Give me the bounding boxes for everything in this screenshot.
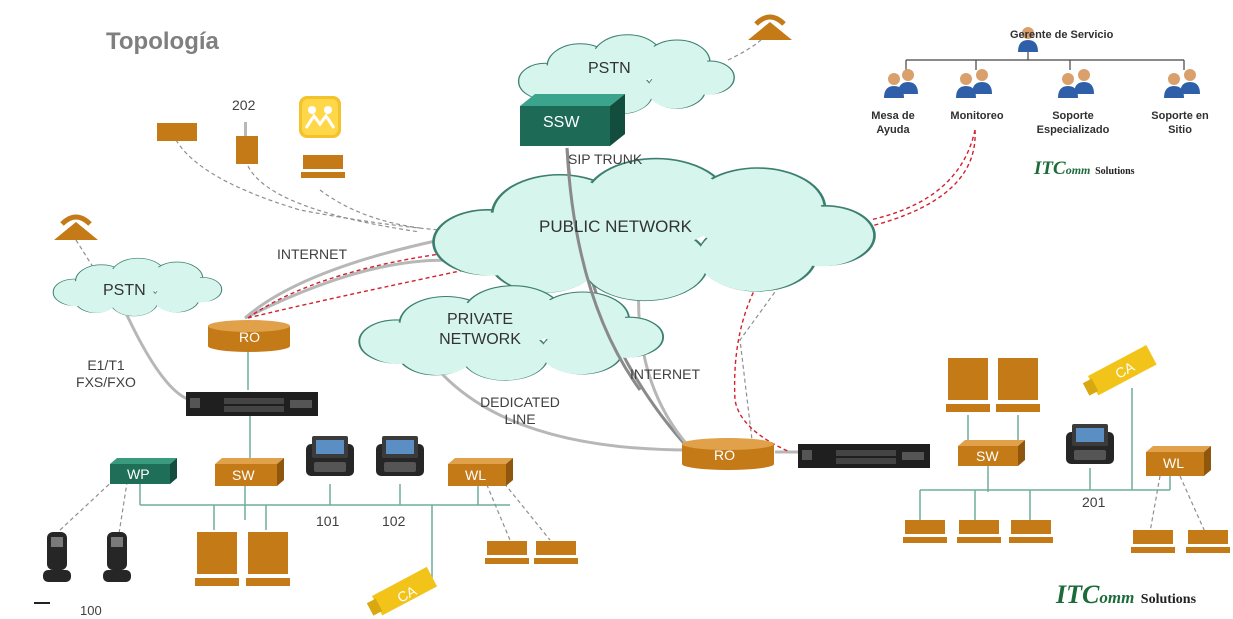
pstn-top-label: PSTN bbox=[588, 60, 631, 77]
dect-handset-icon bbox=[103, 532, 131, 582]
monitoreo-label: Monitoreo bbox=[950, 110, 1004, 122]
org-chart bbox=[884, 27, 1200, 98]
slide-marker bbox=[34, 602, 50, 604]
management-links bbox=[247, 129, 976, 453]
router-left bbox=[208, 320, 290, 352]
ext-201-label: 201 bbox=[1082, 494, 1106, 510]
wp-label: WP bbox=[127, 466, 150, 482]
ip-phone-102-icon bbox=[376, 436, 424, 476]
phone-202-icon bbox=[236, 122, 258, 164]
pc-icon bbox=[246, 532, 290, 586]
sw-left-label: SW bbox=[232, 467, 255, 483]
internet-left-label: INTERNET bbox=[277, 246, 347, 262]
pc-flat-icon bbox=[1131, 530, 1175, 553]
wl-left-device bbox=[448, 458, 513, 486]
ext-202-label: 202 bbox=[232, 97, 256, 113]
monitoreo-people-icon bbox=[956, 69, 992, 98]
pc-flat-icon bbox=[903, 520, 947, 543]
gateway-left bbox=[186, 392, 318, 416]
pstn-left-label: PSTN bbox=[103, 282, 146, 299]
soporte-especializado-people-icon bbox=[1058, 69, 1094, 98]
gateway-right bbox=[798, 444, 930, 468]
pc-flat-icon bbox=[1186, 530, 1230, 553]
wp-device bbox=[110, 458, 177, 484]
ip-phone-101-icon bbox=[306, 436, 354, 476]
mesa-ayuda-people-icon bbox=[884, 69, 918, 98]
ca-right-device bbox=[1082, 345, 1157, 396]
switch-right bbox=[958, 440, 1025, 466]
page-title: Topología bbox=[106, 28, 219, 55]
ext-101-label: 101 bbox=[316, 513, 340, 529]
wl-left-label: WL bbox=[465, 467, 486, 483]
pc-flat-icon bbox=[957, 520, 1001, 543]
ro-left-label: RO bbox=[239, 329, 260, 345]
sip-trunk-label: SIP TRUNK bbox=[568, 151, 643, 167]
pstn-antenna-top-icon bbox=[748, 17, 792, 40]
pc-icon bbox=[195, 532, 239, 586]
pstn-antenna-left-icon bbox=[54, 217, 98, 240]
soporte-sitio-people-icon bbox=[1164, 69, 1200, 98]
internet-mid-label: INTERNET bbox=[630, 366, 700, 382]
ip-phone-201-icon bbox=[1066, 424, 1114, 464]
sw-right-label: SW bbox=[976, 448, 999, 464]
wl-right-label: WL bbox=[1163, 455, 1184, 471]
ssw-label: SSW bbox=[543, 114, 580, 131]
ro-right-label: RO bbox=[714, 447, 735, 463]
manager-label: Gerente de Servicio bbox=[1010, 29, 1114, 41]
brand-logo-large: ITComm Solutions bbox=[1056, 580, 1197, 609]
ext-102-label: 102 bbox=[382, 513, 406, 529]
pc-flat-icon bbox=[534, 541, 578, 564]
pc-icon bbox=[996, 358, 1040, 412]
fax-icon bbox=[157, 123, 197, 141]
ext-100-label: 100 bbox=[80, 603, 102, 618]
public-network-label: PUBLIC NETWORK bbox=[539, 217, 693, 236]
pc-flat-icon bbox=[485, 541, 529, 564]
brand-logo-small: ITComm Solutions bbox=[1034, 158, 1135, 179]
softphone-app-icon bbox=[299, 96, 341, 138]
ssw-device bbox=[520, 94, 625, 146]
pc-icon bbox=[946, 358, 990, 412]
dect-handset-icon bbox=[43, 532, 71, 582]
pc-flat-icon bbox=[1009, 520, 1053, 543]
wl-right-device bbox=[1146, 446, 1211, 476]
router-right bbox=[682, 438, 774, 470]
pc-flat-icon bbox=[301, 155, 345, 178]
switch-left bbox=[215, 458, 284, 486]
ca-left-device bbox=[366, 566, 438, 616]
